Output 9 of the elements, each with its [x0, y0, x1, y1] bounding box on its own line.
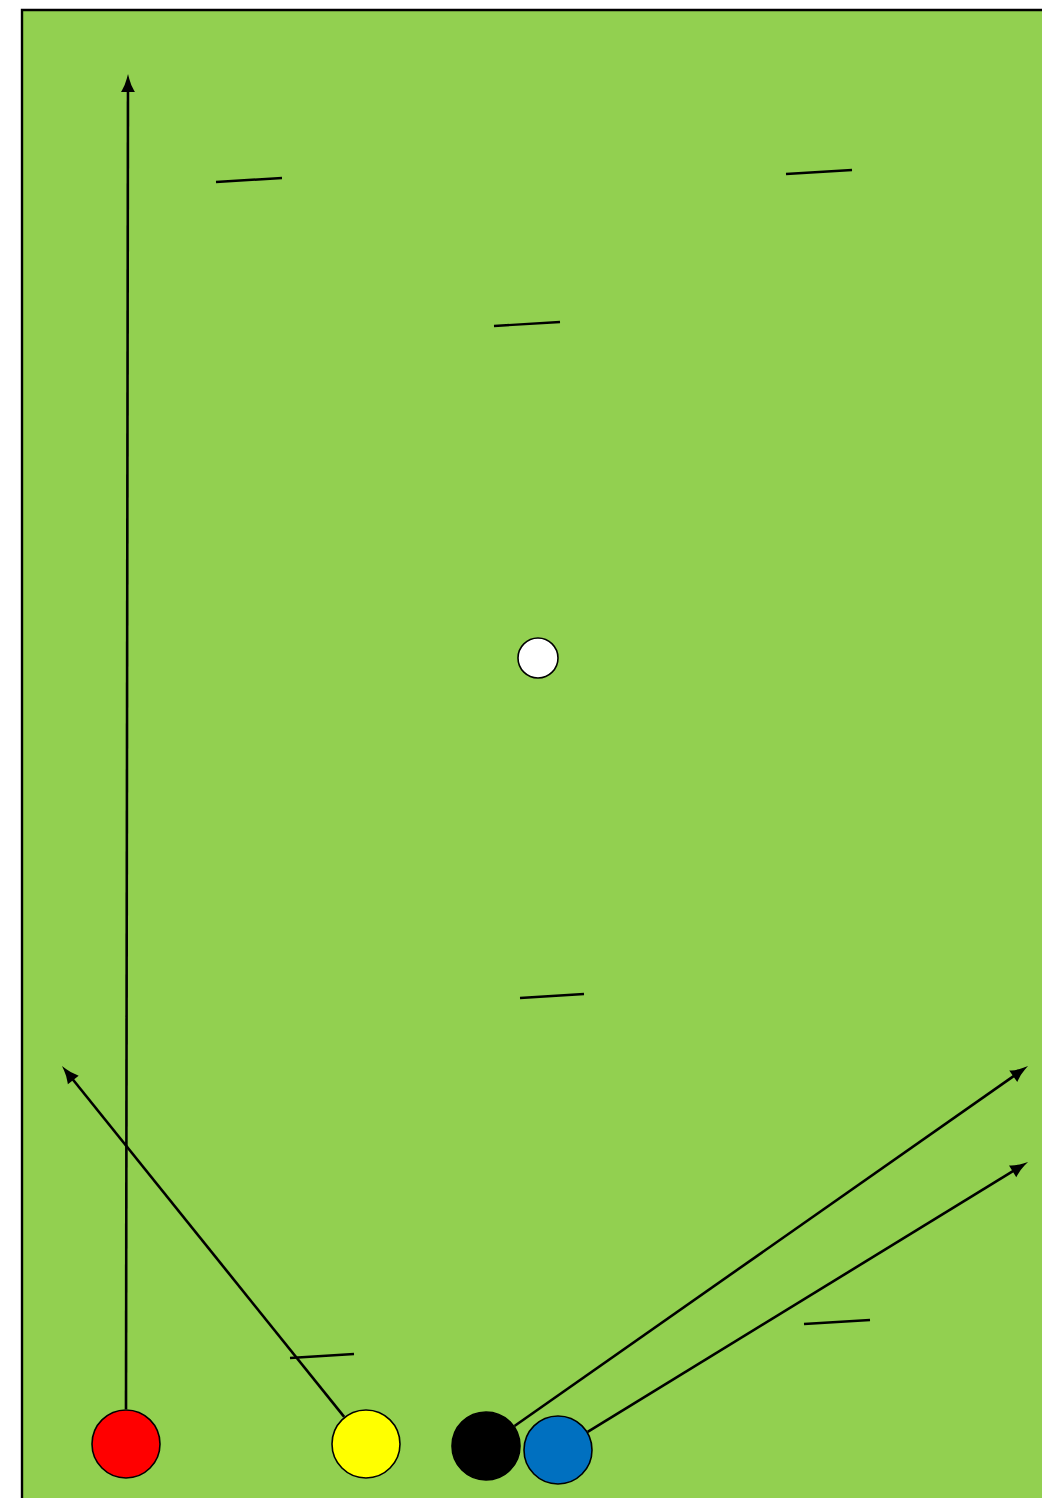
- arrow: [587, 1163, 1025, 1433]
- ball: [451, 1411, 521, 1481]
- ball: [331, 1409, 401, 1479]
- arrow: [513, 1067, 1026, 1428]
- ball: [523, 1415, 593, 1485]
- ball: [91, 1409, 161, 1479]
- ball: [517, 637, 559, 679]
- arrow: [63, 1068, 346, 1418]
- arrow: [122, 77, 134, 1410]
